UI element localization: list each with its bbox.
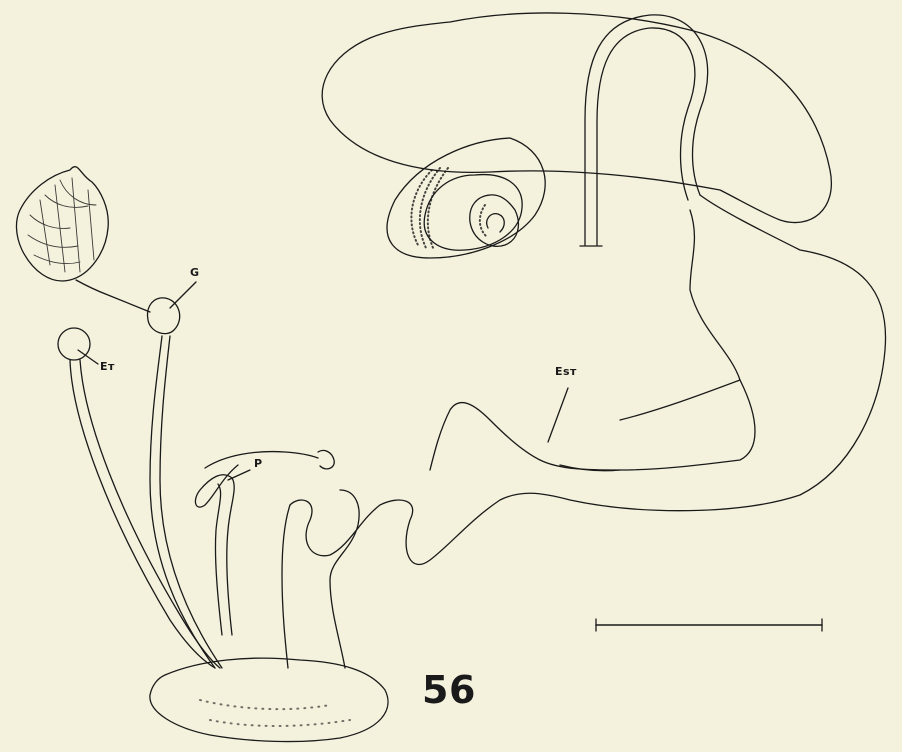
stomach-outline <box>290 195 886 564</box>
label-p: P <box>254 457 263 470</box>
visceral-mass-outline <box>322 13 831 223</box>
buccal-mass-outline <box>282 490 359 668</box>
leader-est <box>548 388 568 442</box>
duct-tube-right-wall <box>597 28 695 245</box>
figure-number: 56 <box>422 668 476 712</box>
leader-g <box>170 282 196 308</box>
label-est: Eѕт <box>555 365 577 378</box>
foot-stippling <box>200 700 350 726</box>
shell-stippling <box>411 168 486 250</box>
stomach-ridge <box>620 380 740 420</box>
shell-inner-whorl <box>470 195 519 246</box>
gland-g-duct <box>76 280 150 312</box>
gland-g-stalk <box>150 336 222 668</box>
label-g: G <box>190 266 200 279</box>
albumen-gland-texture <box>28 178 96 272</box>
shell-apex <box>487 214 505 232</box>
flagellum-tip <box>318 450 334 468</box>
et-stalk <box>70 360 220 668</box>
stomach-inner-fold <box>430 210 755 470</box>
label-et: Eт <box>100 360 115 373</box>
foot-outline <box>150 658 388 741</box>
penis-tube <box>195 465 238 635</box>
